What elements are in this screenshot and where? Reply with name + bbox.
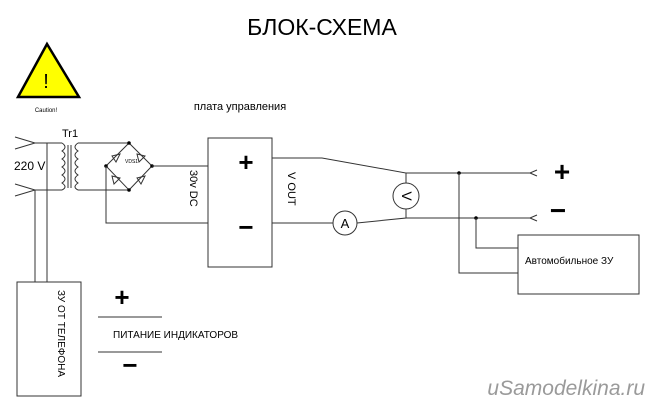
ammeter-icon: A (332, 210, 358, 236)
dc-label: 30v DC (187, 170, 199, 207)
svg-text:Tr1: Tr1 (62, 128, 78, 140)
output-terminals (406, 169, 538, 222)
svg-text:!: ! (43, 71, 49, 93)
indicator-minus: − (122, 350, 137, 380)
svg-text:+: + (238, 147, 253, 177)
indicator-power-label: ПИТАНИЕ ИНДИКАТОРОВ (113, 330, 238, 341)
caution-icon: ! Caution! (15, 41, 82, 114)
svg-text:−: − (238, 212, 253, 242)
voltmeter-icon: V (392, 182, 420, 210)
car-charger-box: Автомобильное ЗУ (517, 234, 640, 295)
board-label: плата управления (194, 101, 286, 113)
svg-text:ЗУ ОТ ТЕЛЕФОНА: ЗУ ОТ ТЕЛЕФОНА (55, 290, 66, 377)
svg-text:A: A (341, 216, 350, 231)
caution-label: Caution! (35, 108, 58, 114)
vout-label: V OUT (285, 172, 297, 206)
diagram-title: БЛОК-СХЕМА (247, 14, 397, 40)
mains-input: 220 V (14, 136, 62, 282)
transformer-icon: Tr1 (61, 128, 129, 191)
phone-charger-box: ЗУ ОТ ТЕЛЕФОНА (16, 281, 82, 397)
svg-text:V: V (399, 191, 415, 201)
output-plus: + (554, 156, 570, 187)
bridge-label: VDS1 (125, 159, 138, 165)
diode-bridge-icon: VDS1 (104, 141, 208, 224)
svg-text:Автомобильное ЗУ: Автомобильное ЗУ (525, 255, 614, 267)
watermark: uSamodelkina.ru (487, 377, 645, 400)
input-voltage-label: 220 V (14, 159, 45, 173)
indicator-plus: + (114, 282, 129, 312)
output-minus: − (550, 195, 566, 226)
control-board: + − (207, 137, 273, 268)
